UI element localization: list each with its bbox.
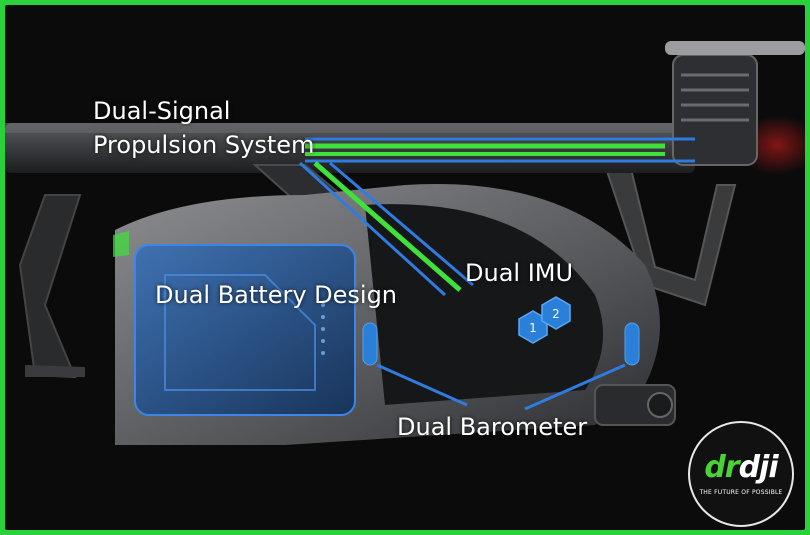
label-imu: Dual IMU	[465, 259, 574, 287]
left-landing-leg	[18, 194, 82, 379]
barometer-left	[362, 322, 378, 366]
logo-tagline: THE FUTURE OF POSSIBLE	[699, 489, 783, 496]
signal-diagonal-blue-1	[298, 161, 447, 297]
label-battery: Dual Battery Design	[155, 281, 398, 309]
drone-illustration: 1 2	[5, 41, 805, 445]
battery-inner-shape	[164, 274, 316, 391]
imu-hex-2	[541, 296, 571, 330]
drdji-logo: drdji THE FUTURE OF POSSIBLE	[688, 421, 794, 527]
imu-badge-1: 1	[529, 321, 537, 335]
imu-badge-2: 2	[552, 307, 560, 321]
right-motor	[672, 54, 758, 166]
body-dark-cavity	[365, 204, 603, 405]
left-leg-foot	[25, 365, 85, 377]
barometer-pointer-left	[376, 363, 468, 407]
logo-mark: drdji	[704, 450, 778, 485]
battery-pack	[134, 244, 356, 416]
label-propulsion-line1: Dual-Signal	[93, 97, 231, 125]
label-barometer: Dual Barometer	[397, 413, 588, 441]
label-propulsion-line2: Propulsion System	[93, 131, 315, 159]
propeller	[665, 41, 805, 55]
signal-diagonal-green	[313, 161, 462, 292]
diagram-frame: 1 2 Dual-Signal Propulsion System Dual B…	[5, 5, 805, 530]
left-green-glow	[113, 231, 129, 257]
signal-diagonal-blue-2	[329, 161, 474, 287]
barometer-pointer-right	[524, 363, 626, 411]
barometer-right	[624, 322, 640, 366]
top-arm-highlight	[5, 123, 695, 133]
right-landing-leg	[603, 164, 737, 307]
